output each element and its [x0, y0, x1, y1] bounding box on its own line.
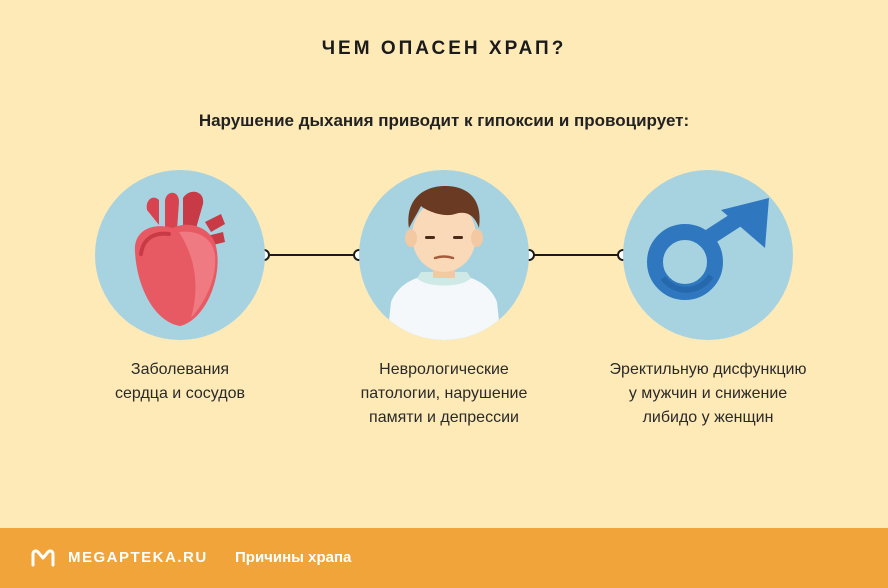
- logo-icon: [31, 549, 55, 567]
- caption-line: у мужчин и снижение: [628, 385, 788, 402]
- causes-link[interactable]: Причины храпа: [235, 549, 352, 566]
- page-title: ЧЕМ ОПАСЕН ХРАП?: [321, 38, 567, 59]
- person-circle: [359, 170, 529, 340]
- page-subtitle: Нарушение дыхания приводит к гипоксии и …: [198, 111, 690, 130]
- brand-logo-text[interactable]: MEGAPTEKA.RU: [68, 549, 208, 566]
- caption-line: сердца и сосудов: [115, 385, 245, 402]
- caption-heart: Заболевания сердца и сосудов: [60, 358, 300, 406]
- heart-circle: [95, 170, 265, 340]
- caption-line: либидо у женщин: [642, 409, 774, 426]
- caption-line: Неврологические: [379, 361, 509, 378]
- caption-neuro: Неврологические патологии, нарушение пам…: [324, 358, 564, 430]
- caption-line: памяти и депрессии: [369, 409, 519, 426]
- male-symbol-circle: [623, 170, 793, 340]
- person-icon: [387, 186, 501, 340]
- caption-erectile: Эректильную дисфункцию у мужчин и снижен…: [588, 358, 828, 430]
- caption-line: Эректильную дисфункцию: [609, 361, 807, 378]
- male-symbol-icon: [647, 198, 769, 300]
- caption-line: Заболевания: [130, 361, 230, 378]
- caption-line: патологии, нарушение: [360, 385, 528, 402]
- footer-bar: MEGAPTEKA.RU Причины храпа: [0, 528, 888, 588]
- heart-icon: [134, 191, 225, 326]
